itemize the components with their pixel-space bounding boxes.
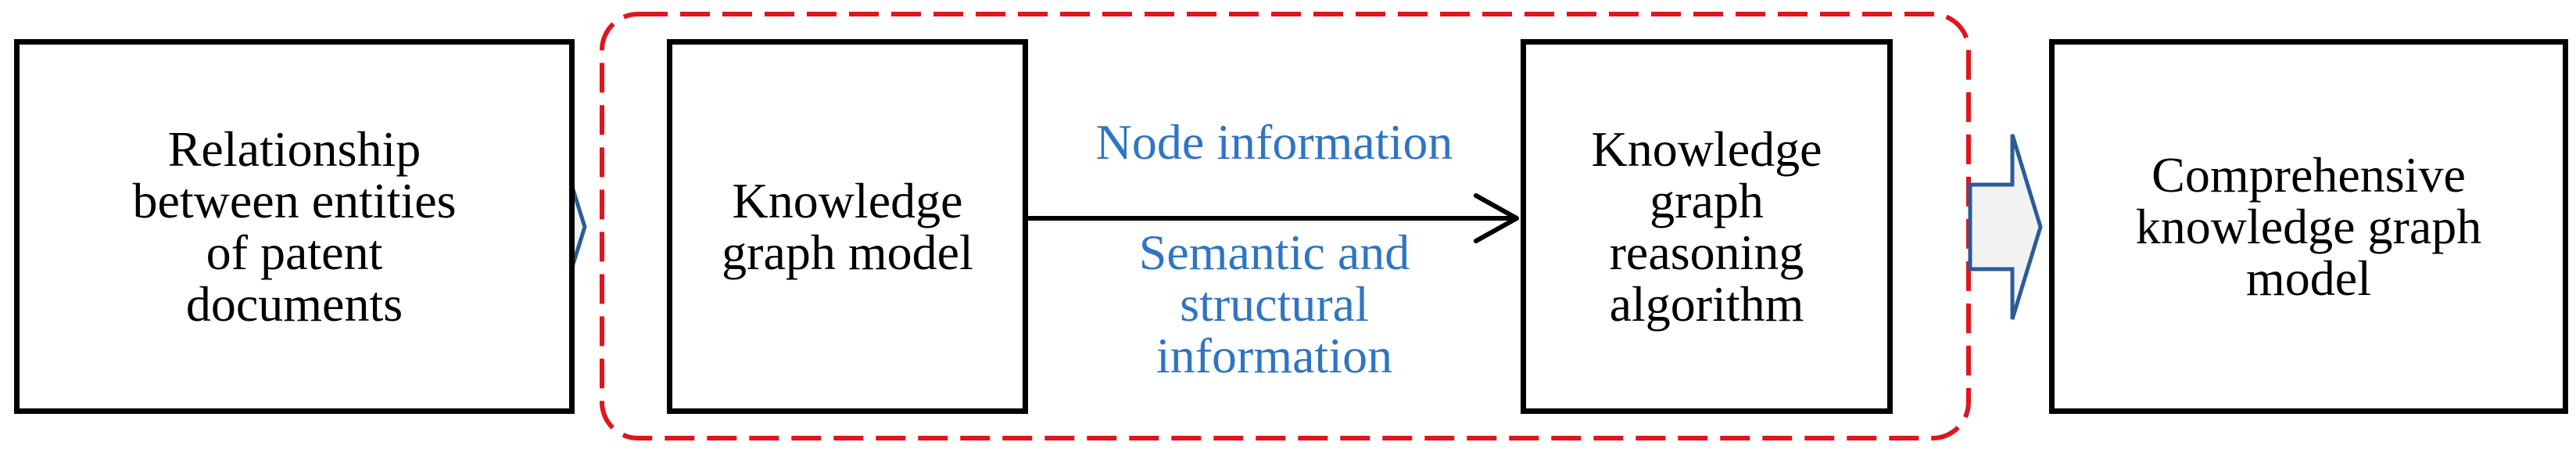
node-label-line: Knowledge bbox=[732, 172, 963, 228]
node-label-line: Relationship bbox=[167, 120, 421, 177]
node-label-line: of patent bbox=[206, 224, 383, 280]
node-label-line: knowledge graph bbox=[2135, 198, 2482, 254]
edge-label-line: Semantic and bbox=[1138, 225, 1410, 280]
node-label-line: documents bbox=[185, 275, 403, 332]
node-label: Knowledge graph model bbox=[722, 172, 973, 280]
edge-label-line: information bbox=[1155, 328, 1393, 383]
block-arrow-group-to-output bbox=[1968, 134, 2043, 320]
node-reasoning-algorithm: Knowledge graph reasoning algorithm bbox=[1521, 39, 1893, 414]
node-label-line: graph bbox=[1650, 172, 1764, 228]
node-label-line: model bbox=[2246, 250, 2371, 306]
edge-label-semantic-structural: Semantic and structural information bbox=[1032, 227, 1517, 382]
node-label: Relationship between entities of patent … bbox=[132, 120, 457, 332]
node-label-line: Comprehensive bbox=[2151, 146, 2466, 203]
node-label-line: between entities bbox=[132, 172, 457, 228]
node-label-line: Knowledge bbox=[1591, 120, 1822, 177]
node-label-line: reasoning bbox=[1609, 224, 1804, 280]
node-label: Knowledge graph reasoning algorithm bbox=[1591, 120, 1822, 332]
node-label: Comprehensive knowledge graph model bbox=[2136, 149, 2482, 304]
connector-arrowhead bbox=[1474, 193, 1519, 243]
node-knowledge-graph-model: Knowledge graph model bbox=[667, 39, 1028, 414]
node-comprehensive-model: Comprehensive knowledge graph model bbox=[2049, 39, 2568, 414]
edge-label-line: structural bbox=[1180, 276, 1369, 332]
edge-label-line: Node information bbox=[1095, 114, 1453, 170]
node-label-line: graph model bbox=[722, 224, 973, 280]
node-patent-entity-relationships: Relationship between entities of patent … bbox=[14, 39, 575, 414]
node-label-line: algorithm bbox=[1609, 275, 1804, 332]
edge-label-node-information: Node information bbox=[1032, 117, 1517, 168]
